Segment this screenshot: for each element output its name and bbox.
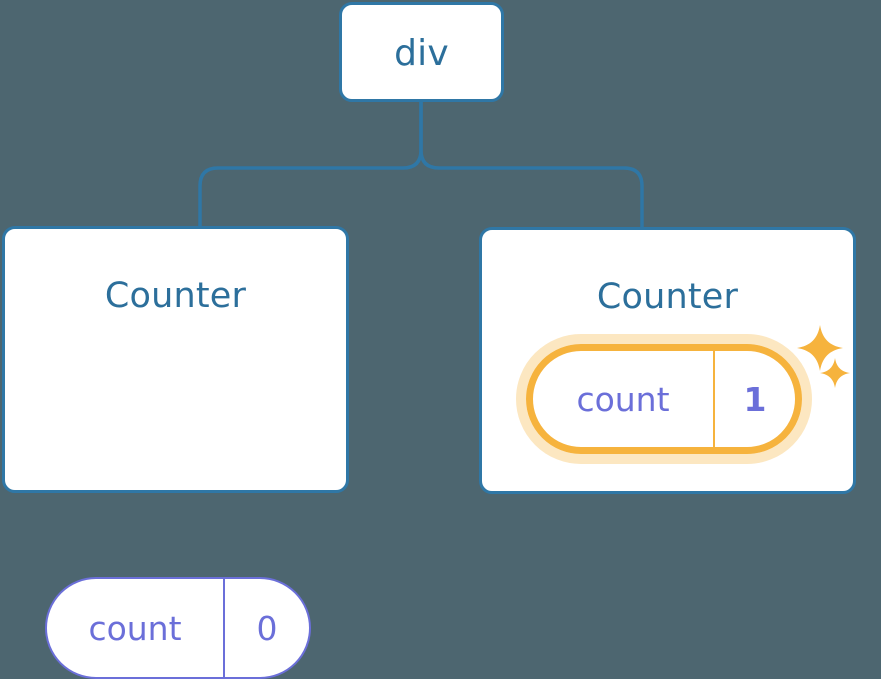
state-pill-key-left: count — [47, 579, 225, 677]
state-pill-value-right: 1 — [743, 379, 767, 419]
state-pill-value-left: 0 — [256, 608, 278, 648]
node-counter-left-title: Counter — [104, 276, 247, 316]
sparkle-small-icon — [820, 358, 850, 388]
node-div-label: div — [394, 33, 449, 74]
node-counter-left[interactable]: Counter count 0 — [2, 226, 349, 679]
sparkle-large-icon — [797, 325, 843, 371]
state-pill-highlight-glow — [516, 334, 812, 464]
node-counter-right-title: Counter — [596, 277, 739, 317]
connector-to-right-child — [419, 99, 644, 229]
state-pill-count-right-wrapper: count 1 — [516, 334, 812, 464]
state-pill-count-right[interactable]: count 1 — [526, 344, 802, 454]
state-pill-key-right: count — [533, 351, 715, 447]
connector-to-left-child — [198, 99, 423, 228]
component-tree-diagram: div Counter count 0 Counter count 1 — [2, 2, 856, 679]
node-div[interactable]: div — [339, 2, 504, 102]
state-pill-count-left[interactable]: count 0 — [45, 577, 311, 679]
